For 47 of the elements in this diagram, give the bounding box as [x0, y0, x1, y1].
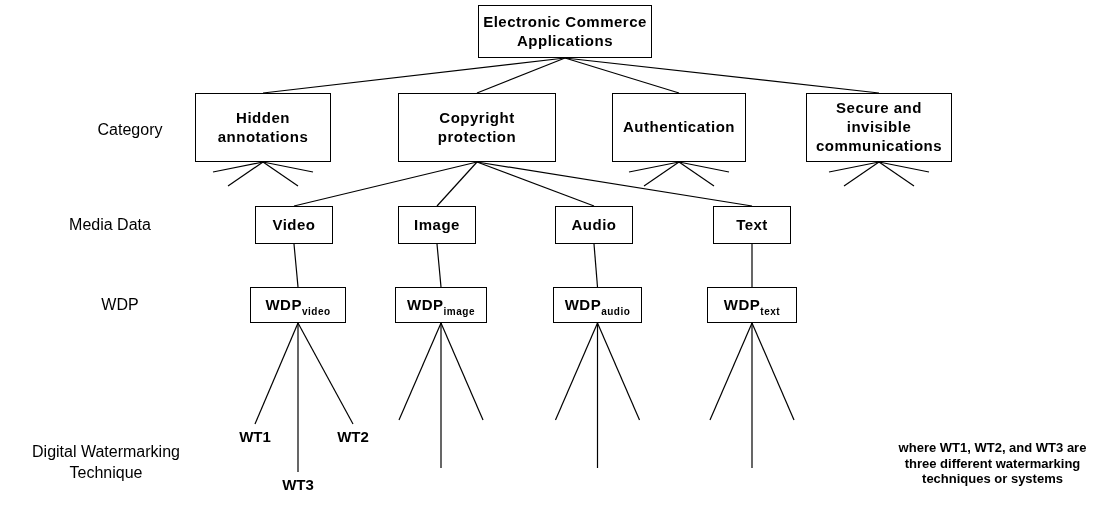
- category-box: Electronic Commerce Applications: [478, 5, 652, 58]
- category-box: WDP$_{audio}$: [553, 287, 642, 323]
- category-box: Text: [713, 206, 791, 244]
- category-box: WDP$_{image}$: [395, 287, 487, 323]
- connector-line: [436, 161, 478, 207]
- connector-line: [436, 243, 442, 288]
- connector-line: [476, 57, 566, 94]
- connector-line: [297, 322, 354, 425]
- connector-line: [643, 161, 680, 187]
- connector-line: [293, 161, 478, 207]
- category-box: Image: [398, 206, 476, 244]
- connector-line: [878, 161, 915, 187]
- category-box: Hidden annotations: [195, 93, 331, 162]
- row-label: Category: [96, 120, 164, 140]
- connector-line: [476, 161, 595, 207]
- connector-line: [227, 161, 264, 187]
- connector-line: [751, 243, 753, 288]
- category-box: WDP$_{text}$: [707, 287, 797, 323]
- technique-label: WT1: [238, 424, 272, 444]
- connector-line: [709, 322, 753, 421]
- connector-line: [596, 322, 641, 421]
- row-label: Media Data: [68, 215, 152, 235]
- note-text: where WT1, WT2, and WT3 are three different watermarking techniques or systems: [897, 440, 1088, 487]
- connector-line: [843, 161, 880, 187]
- technique-label: WT2: [336, 424, 370, 444]
- connector-line: [751, 322, 795, 421]
- connector-line: [398, 322, 442, 421]
- connector-line: [262, 161, 299, 187]
- technique-label: WT3: [281, 472, 315, 492]
- category-box: Authentication: [612, 93, 746, 162]
- connector-line: [440, 322, 442, 469]
- connector-line: [678, 161, 715, 187]
- row-label: Digital Watermarking Technique: [31, 442, 181, 483]
- connector-line: [554, 322, 599, 421]
- row-label: WDP: [100, 295, 140, 315]
- connector-line: [297, 322, 299, 473]
- connector-line: [593, 243, 599, 288]
- connector-line: [751, 322, 753, 469]
- category-box: Video: [255, 206, 333, 244]
- category-box: WDP$_{video}$: [250, 287, 346, 323]
- category-box: Audio: [555, 206, 633, 244]
- connector-line: [440, 322, 484, 421]
- connector-line: [293, 243, 299, 288]
- category-box: Secure and invisible communications: [806, 93, 952, 162]
- category-box: Copyright protection: [398, 93, 556, 162]
- connector-line: [254, 322, 299, 425]
- connector-line: [596, 322, 599, 469]
